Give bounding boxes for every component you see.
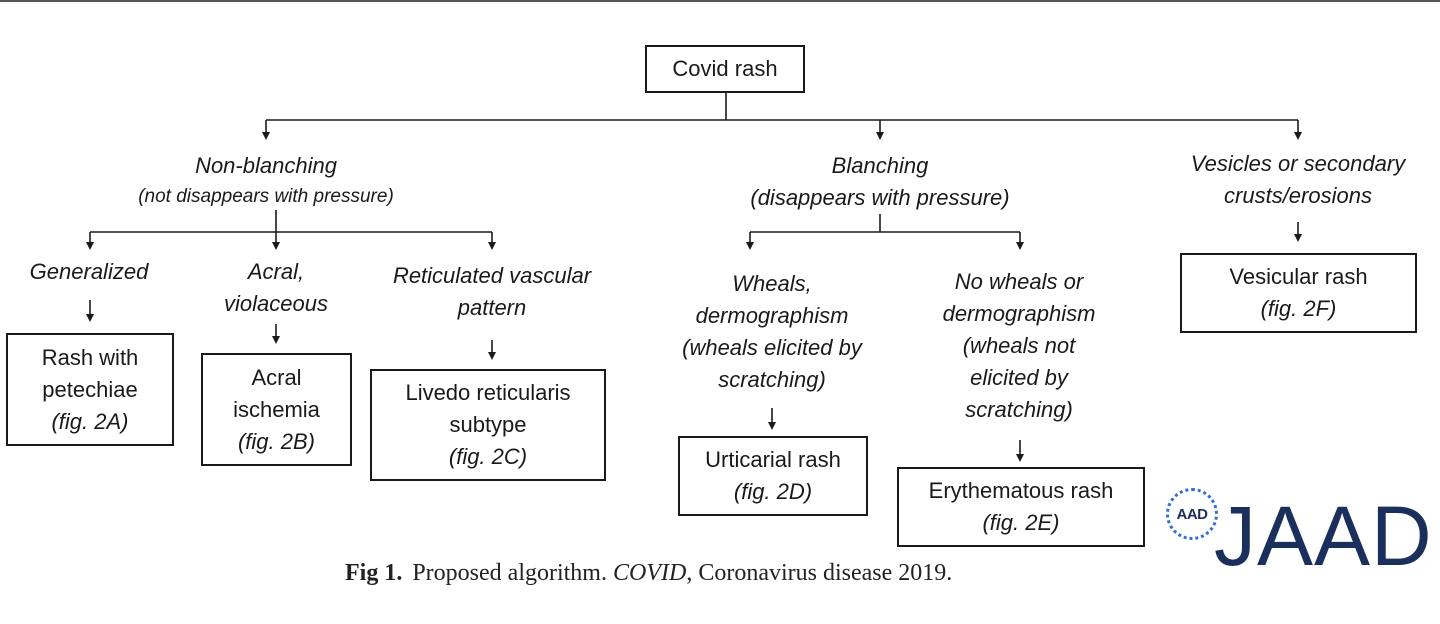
top-rule	[0, 0, 1440, 2]
acral-line-1: Acral,	[247, 259, 305, 284]
wheals-label: Wheals, dermographism (wheals elicited b…	[662, 268, 882, 396]
livedo-line-2: subtype	[449, 412, 527, 437]
no-wheals-line-2: dermographism	[942, 301, 1096, 326]
petechiae-line-2: petechiae	[42, 376, 138, 402]
urticarial-box: Urticarial rash (fig. 2D)	[678, 436, 868, 516]
ischemia-line-1: Acral	[251, 364, 302, 390]
erythematous-line-1: Erythematous rash	[928, 478, 1114, 503]
urticarial-fig-ref: (fig. 2D)	[733, 479, 813, 504]
vesicles-title-line-1: Vesicles or secondary	[1190, 151, 1406, 176]
vesicles-title-line-2: crusts/erosions	[1224, 183, 1372, 208]
vesicular-box: Vesicular rash (fig. 2F)	[1180, 253, 1417, 333]
non-blanching-title: Non-blanching	[195, 153, 337, 178]
reticulated-label: Reticulated vascular pattern	[370, 260, 614, 324]
aad-badge-text: AAD	[1176, 505, 1209, 523]
erythematous-fig-ref: (fig. 2E)	[982, 510, 1060, 535]
acral-label: Acral, violaceous	[186, 256, 366, 320]
figure-caption: Fig 1. Proposed algorithm. COVID, Coronav…	[345, 560, 952, 587]
urticarial-line-1: Urticarial rash	[705, 447, 841, 472]
vesicular-fig-ref: (fig. 2F)	[1260, 296, 1337, 321]
ischemia-fig-ref: (fig. 2B)	[237, 428, 316, 454]
blanching-title: Blanching	[831, 153, 929, 178]
acral-line-2: violaceous	[224, 291, 328, 316]
non-blanching-label: Non-blanching (not disappears with press…	[106, 150, 426, 212]
reticulated-line-2: pattern	[457, 295, 527, 320]
livedo-line-1: Livedo reticularis	[405, 380, 571, 405]
livedo-fig-ref: (fig. 2C)	[448, 444, 528, 469]
caption-text-after: , Coronavirus disease 2019.	[686, 560, 953, 586]
no-wheals-label: No wheals or dermographism (wheals not e…	[914, 266, 1124, 426]
erythematous-box: Erythematous rash (fig. 2E)	[897, 467, 1145, 547]
petechiae-fig-ref: (fig. 2A)	[51, 408, 129, 434]
blanching-label: Blanching (disappears with pressure)	[720, 150, 1040, 214]
non-blanching-subtitle: (not disappears with pressure)	[138, 186, 394, 207]
jaad-wordmark: JAAD	[1214, 489, 1433, 583]
root-box: Covid rash	[645, 45, 805, 93]
wheals-line-1: Wheals,	[732, 271, 812, 296]
root-label: Covid rash	[672, 56, 778, 81]
no-wheals-line-3: (wheals not	[962, 333, 1076, 358]
caption-abbr: COVID	[612, 560, 687, 586]
wheals-line-2: dermographism	[695, 303, 849, 328]
caption-label: Fig 1.	[345, 560, 403, 586]
blanching-subtitle: (disappears with pressure)	[750, 185, 1010, 210]
petechiae-box: Rash with petechiae (fig. 2A)	[6, 333, 174, 446]
reticulated-line-1: Reticulated vascular	[392, 263, 592, 288]
aad-badge-icon: AAD	[1166, 488, 1218, 540]
no-wheals-line-4: elicited by	[970, 365, 1068, 390]
generalized-label: Generalized	[4, 256, 174, 288]
vesicles-label: Vesicles or secondary crusts/erosions	[1158, 148, 1438, 212]
livedo-box: Livedo reticularis subtype (fig. 2C)	[370, 369, 606, 481]
generalized-text: Generalized	[29, 259, 149, 284]
jaad-logo: AAD JAAD	[1162, 482, 1432, 578]
no-wheals-line-5: scratching)	[965, 397, 1073, 422]
caption-text: Proposed algorithm.	[412, 560, 607, 586]
petechiae-line-1: Rash with	[41, 344, 139, 370]
wheals-line-4: scratching)	[718, 367, 826, 392]
wheals-line-3: (wheals elicited by	[682, 335, 862, 360]
ischemia-line-2: ischemia	[233, 396, 320, 422]
vesicular-line-1: Vesicular rash	[1229, 264, 1368, 289]
ischemia-box: Acral ischemia (fig. 2B)	[201, 353, 352, 466]
no-wheals-line-1: No wheals or	[954, 269, 1084, 294]
